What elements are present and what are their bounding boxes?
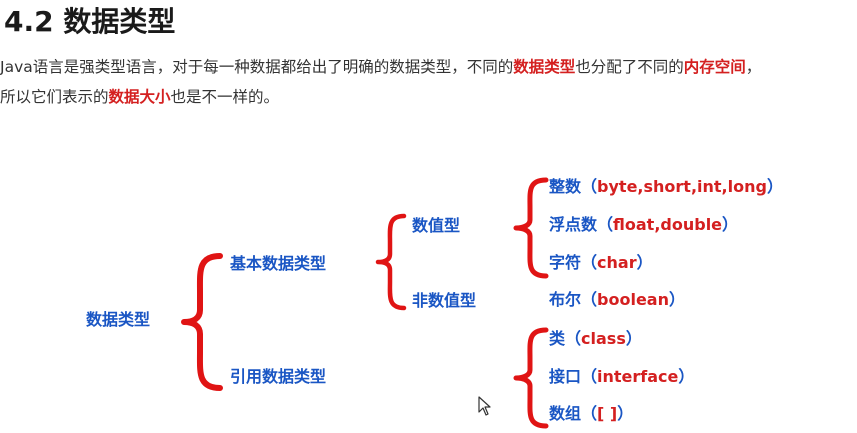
paren: （ <box>597 215 614 234</box>
intro-text: 也是不一样的。 <box>170 88 280 106</box>
node-numeric: 数值型 <box>412 216 461 235</box>
java-keyword: [ ] <box>597 404 618 423</box>
paren: ） <box>722 215 739 234</box>
intro-text: Java语言是强类型语言，对于每一种数据都给出了明确的数据类型，不同的 <box>0 58 514 76</box>
node-class: 类（class） <box>549 328 642 350</box>
node-non-numeric: 非数值型 <box>412 291 477 310</box>
node-label: 接口 <box>549 367 582 386</box>
node-primitive-type: 基本数据类型 <box>230 254 327 273</box>
java-keyword: byte,short,int,long <box>597 177 767 196</box>
intro-line-2: 所以它们表示的数据大小也是不一样的。 <box>0 82 857 112</box>
node-boolean: 布尔（boolean） <box>549 289 685 311</box>
node-interface: 接口（interface） <box>549 366 694 388</box>
node-data-type: 数据类型 <box>86 310 151 329</box>
highlight-data-type: 数据类型 <box>513 58 576 76</box>
java-keyword: class <box>581 329 626 348</box>
paren: （ <box>581 177 598 196</box>
highlight-data-size: 数据大小 <box>108 88 171 106</box>
java-keyword: interface <box>597 367 679 386</box>
intro-text: 所以它们表示的 <box>0 88 109 106</box>
paren: （ <box>565 329 582 348</box>
paren: ） <box>617 404 634 423</box>
node-label: 整数 <box>549 177 582 196</box>
java-keyword: char <box>597 253 637 272</box>
java-keyword: float,double <box>613 215 723 234</box>
mouse-pointer-icon <box>478 396 491 416</box>
intro-paragraph: Java语言是强类型语言，对于每一种数据都给出了明确的数据类型，不同的数据类型也… <box>0 52 857 112</box>
node-label: 布尔 <box>549 290 582 309</box>
numeric-brace <box>513 177 549 279</box>
primitive-brace <box>375 213 407 311</box>
node-integer: 整数（byte,short,int,long） <box>549 176 783 198</box>
node-label: 字符 <box>549 253 582 272</box>
node-label: 类 <box>549 329 566 348</box>
paren: ） <box>766 177 783 196</box>
root-brace <box>181 253 223 391</box>
node-array: 数组（[ ]） <box>549 403 633 425</box>
paren: ） <box>669 290 686 309</box>
node-float: 浮点数（float,double） <box>549 214 738 236</box>
intro-line-1: Java语言是强类型语言，对于每一种数据都给出了明确的数据类型，不同的数据类型也… <box>0 52 857 82</box>
paren: （ <box>581 290 598 309</box>
paren: （ <box>581 404 598 423</box>
section-title: 4.2 数据类型 <box>4 5 176 38</box>
paren: ） <box>625 329 642 348</box>
node-char: 字符（char） <box>549 252 653 274</box>
paren: （ <box>581 367 598 386</box>
node-label: 浮点数 <box>549 215 598 234</box>
intro-text: ， <box>745 58 762 76</box>
paren: ） <box>678 367 695 386</box>
intro-text: 也分配了不同的 <box>575 58 684 76</box>
highlight-memory-space: 内存空间 <box>683 58 746 76</box>
paren: （ <box>581 253 598 272</box>
java-keyword: boolean <box>597 290 669 309</box>
paren: ） <box>636 253 653 272</box>
reference-brace <box>513 327 549 429</box>
node-reference-type: 引用数据类型 <box>230 367 327 386</box>
node-label: 数组 <box>549 404 582 423</box>
